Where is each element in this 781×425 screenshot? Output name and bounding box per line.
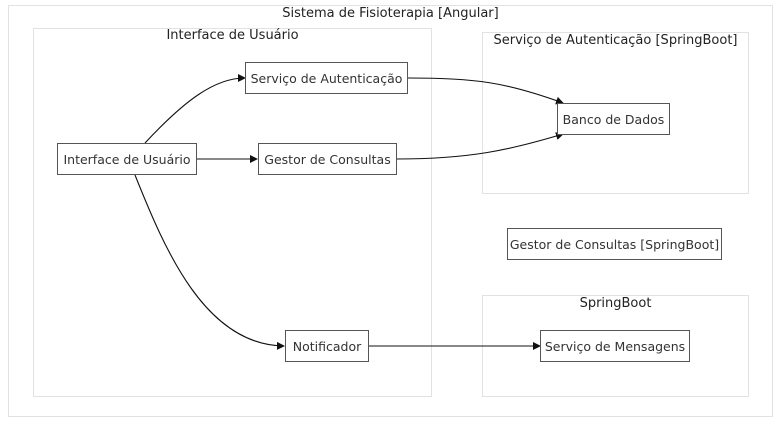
node-interface-usuario[interactable]: Interface de Usuário — [57, 143, 197, 175]
system-frame — [8, 5, 773, 417]
node-servico-mensagens[interactable]: Serviço de Mensagens — [540, 330, 690, 362]
node-gestor-consultas[interactable]: Gestor de Consultas — [258, 143, 397, 175]
group-auth-title: Serviço de Autenticação [SpringBoot] — [493, 33, 738, 48]
edge-interface-to-auth — [144, 74, 246, 144]
node-notificador[interactable]: Notificador — [285, 330, 369, 362]
node-gestor-consultas-springboot[interactable]: Gestor de Consultas [SpringBoot] — [507, 228, 722, 260]
edge-interface-to-notificador — [134, 174, 285, 350]
edge-consultas-to-banco — [395, 132, 564, 160]
edge-auth-to-banco — [407, 77, 564, 105]
node-banco-de-dados[interactable]: Banco de Dados — [557, 103, 670, 135]
group-ui-title: Interface de Usuário — [166, 28, 299, 43]
group-auth — [482, 32, 749, 194]
group-springboot-title: SpringBoot — [579, 296, 652, 311]
system-title: Sistema de Fisioterapia [Angular] — [282, 6, 499, 21]
node-servico-autenticacao[interactable]: Serviço de Autenticação — [245, 62, 408, 94]
group-ui — [33, 28, 432, 397]
